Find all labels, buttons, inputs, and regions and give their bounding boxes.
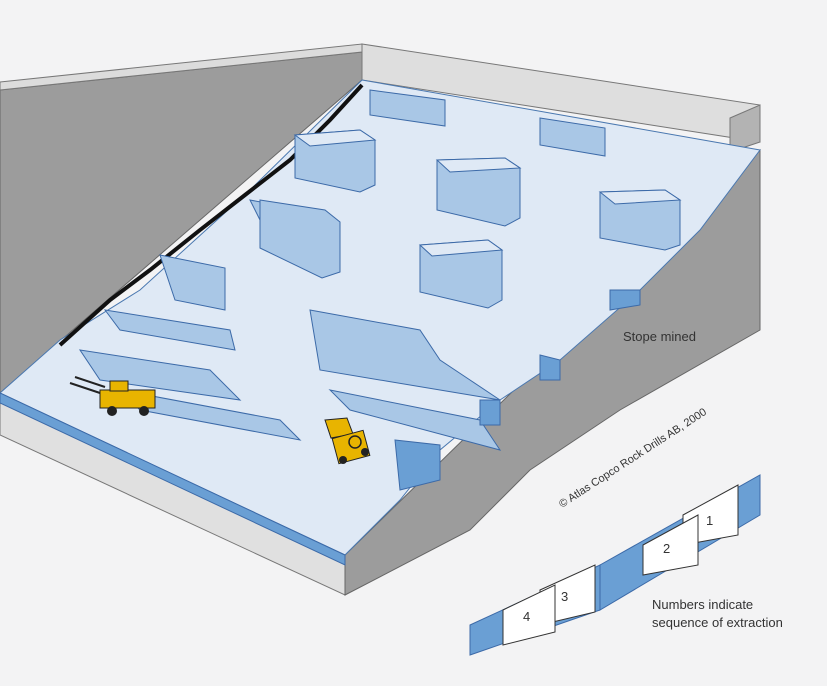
- sequence-legend: 1 2 3 4: [469, 474, 761, 656]
- step-box-4: [502, 584, 556, 646]
- step-number-1: 1: [706, 513, 713, 528]
- drill-rig-icon: [69, 376, 156, 416]
- step-box-2: [642, 514, 699, 576]
- ore-blocks: [259, 129, 682, 309]
- stope-mined-label: Stope mined: [623, 329, 696, 344]
- void-crack: [58, 83, 364, 347]
- ore-floor: [0, 79, 761, 556]
- legend-text-line1: Numbers indicate: [652, 597, 753, 612]
- right-steps: [394, 289, 641, 491]
- step-number-3: 3: [561, 589, 568, 604]
- legend-text-line2: sequence of extraction: [652, 615, 783, 630]
- step-number-2: 2: [663, 541, 670, 556]
- step-number-4: 4: [523, 609, 530, 624]
- front-ore-edge: [0, 392, 346, 566]
- back-wall-face: [729, 104, 761, 153]
- loader-icon: [324, 417, 371, 465]
